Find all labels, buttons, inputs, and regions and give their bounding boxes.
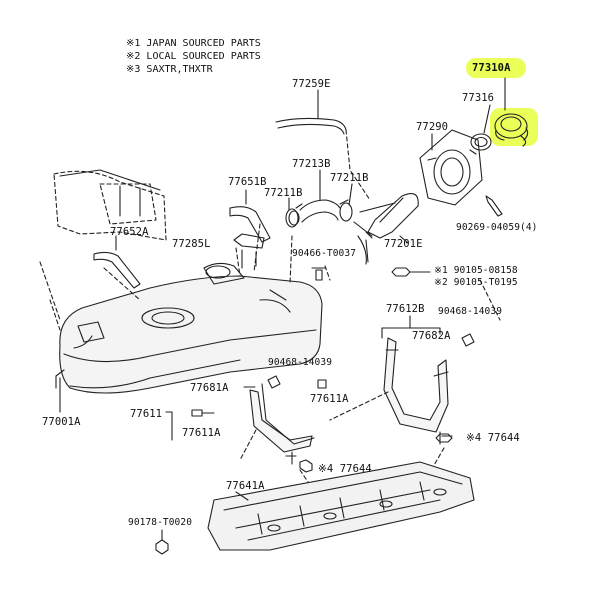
label-77259e: 77259E [292,78,331,90]
fuel-cap-drawing [494,113,529,147]
note-japan-sourced: ※1 JAPAN SOURCED PARTS [126,38,261,49]
bolt-90105-drawing [391,267,431,277]
filler-housing-drawing [419,129,483,206]
bolt-90178-drawing [155,539,169,555]
filler-pipe-drawing [353,193,419,265]
label-77682a: 77682A [412,330,451,342]
fuel-tank-drawing [55,262,323,394]
label-77213b: 77213B [292,158,331,170]
strap-right-drawing [383,337,453,445]
label-77611: 77611 [130,408,163,420]
label-77001a: 77001A [42,416,81,428]
leader-77211b-right [348,183,353,206]
screw-90269-drawing [485,195,503,217]
label-77211b-left: 77211B [264,187,303,199]
label-77290: 77290 [416,121,449,133]
label-77652a: 77652A [110,226,149,238]
label-90269-04059: 90269-04059(4) [456,222,538,233]
label-77211b-right: 77211B [330,172,369,184]
label-77644-right: ※4 77644 [466,432,520,444]
label-77641a: 77641A [226,480,265,492]
clip-90468-left [267,375,281,389]
label-77644-mid: ※4 77644 [318,463,372,475]
label-77651b: 77651B [228,176,267,188]
label-90178-t0020: 90178-T0020 [128,517,193,528]
leader-77201e [399,235,409,244]
dashed-misc-leaders [49,279,501,331]
bolt-77611a-right [317,379,327,389]
nut-77644-right [435,433,453,443]
body-reference-outline [53,170,167,241]
bolt-77611a-left [191,409,215,417]
dashed-breather-route [345,129,371,201]
label-90468-right: 90468-14039 [438,306,503,317]
leader-77641a [235,491,249,501]
gasket-ring-drawing [470,133,492,151]
highlight-77310a-label [466,58,526,78]
label-77611a-right: 77611A [310,393,349,405]
label-77681a: 77681A [190,382,229,394]
strap-left-drawing [249,383,315,465]
note-saxtr-thxtr: ※3 SAXTR,THXTR [126,64,213,75]
hose-clamp-drawing [285,199,353,228]
leader-77611 [165,411,173,441]
label-90105-t0195: ※2 90105-T0195 [434,277,518,288]
protector-77652a-drawing [93,251,141,289]
label-77316: 77316 [462,92,495,104]
nut-77644-mid [299,459,313,473]
label-77285l: 77285L [172,238,211,250]
breather-hose-drawing [275,117,347,135]
label-77611a-left: 77611A [182,427,221,439]
body-side-panel [59,169,161,217]
skid-plate-drawing [207,461,475,551]
label-77201e: 77201E [384,238,423,250]
label-77310a: 77310A [472,62,511,74]
clip-90468-right [461,333,475,347]
label-90466-t0037: 90466-T0037 [292,248,357,259]
bolt-90466-drawing [311,267,327,281]
protector-77651b-drawing [229,206,271,243]
leader-77612b-bracket [381,327,441,339]
label-90105-08158: ※1 90105-08158 [434,265,518,276]
note-local-sourced: ※2 LOCAL SOURCED PARTS [126,51,261,62]
label-90468-left: 90468-14039 [268,357,333,368]
leader-77316 [483,104,491,134]
label-77612b: 77612B [386,303,425,315]
hose-drawing [288,199,341,226]
